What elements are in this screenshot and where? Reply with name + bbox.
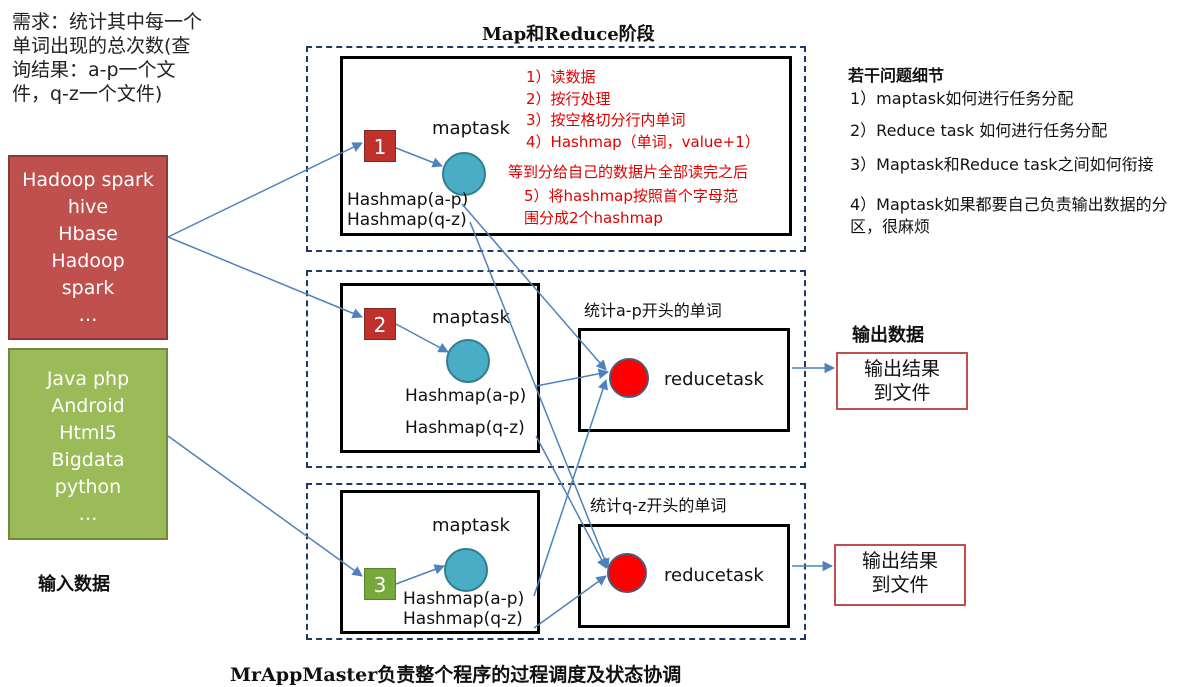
- input-data-green-box: Java php Android Html5 Bigdata python …: [8, 348, 168, 540]
- output-data-label: 输出数据: [852, 325, 924, 346]
- arrow-map1-to-reduce1: [461, 203, 607, 371]
- stage-group-2: [306, 270, 806, 468]
- input-line: hive: [67, 196, 109, 218]
- issues-title: 若干问题细节: [848, 66, 945, 85]
- maptask-label: maptask: [432, 118, 510, 139]
- input-data-red-box: Hadoop spark hive Hbase Hadoop spark …: [8, 155, 168, 340]
- reducetask-node: [607, 553, 647, 593]
- maptask-label: maptask: [432, 307, 510, 328]
- input-line: Java php: [46, 368, 130, 390]
- input-line: …: [78, 503, 98, 525]
- arrow-map3-to-reduce1: [533, 379, 608, 597]
- hashmap-label: Hashmap(q-z): [347, 210, 467, 230]
- maptask-node: [446, 339, 490, 383]
- arrow-badge-to-node: [395, 564, 445, 585]
- arrow-input-to-map1: [167, 142, 363, 238]
- map-step: 围分成2个hashmap: [524, 209, 663, 227]
- arrow-map1-to-reduce2: [469, 221, 610, 569]
- map-step: 4）Hashmap（单词，value+1）: [526, 133, 760, 151]
- reducetask-frame-2: [578, 524, 790, 628]
- output-file-box: 输出结果 到文件: [834, 544, 966, 606]
- input-line: …: [78, 304, 98, 326]
- reduce-caption: 统计a-p开头的单词: [584, 301, 722, 320]
- input-line: Hbase: [58, 223, 118, 245]
- stage-group-3: [306, 483, 806, 640]
- maptask-node: [442, 152, 486, 196]
- issue-item: 3）Maptask和Reduce task之间如何衔接: [850, 155, 1154, 174]
- stage-group-1: [306, 46, 806, 252]
- maptask-number-badge: 1: [364, 130, 396, 162]
- input-line: Hadoop: [51, 250, 125, 272]
- hashmap-label: Hashmap(q-z): [403, 609, 523, 629]
- reducetask-label: reducetask: [664, 369, 764, 390]
- input-line: python: [54, 476, 122, 498]
- input-line: Bigdata: [51, 449, 125, 471]
- issue-item: 1）maptask如何进行任务分配: [850, 89, 1074, 108]
- arrow-input-to-map2: [167, 236, 363, 319]
- input-line: Android: [51, 395, 125, 417]
- reduce-caption: 统计q-z开头的单词: [590, 496, 727, 515]
- maptask-label: maptask: [432, 515, 510, 536]
- hashmap-label: Hashmap(a-p): [347, 190, 469, 210]
- hashmap-label: Hashmap(a-p): [405, 386, 527, 406]
- hashmap-label: Hashmap(q-z): [405, 418, 525, 438]
- output-line: 到文件: [871, 574, 929, 596]
- input-data-label: 输入数据: [38, 574, 110, 595]
- arrow-badge-to-node: [395, 323, 449, 353]
- maptask-number-badge: 3: [364, 568, 396, 600]
- issue-item: 4）Maptask如果都要自己负责输出数据的分区，很麻烦: [850, 195, 1168, 236]
- stage-title: Map和Reduce阶段: [482, 24, 655, 45]
- issue-item: 2）Reduce task 如何进行任务分配: [850, 121, 1108, 140]
- input-line: spark: [61, 277, 115, 299]
- output-line: 到文件: [873, 382, 931, 404]
- requirement-text: 需求：统计其中每一个单词出现的总次数(查询结果：a-p一个文件，q-z一个文件): [12, 11, 203, 105]
- arrow-badge-to-node: [395, 147, 443, 168]
- footer-note: MrAppMaster负责整个程序的过程调度及状态协调: [230, 664, 682, 686]
- reducetask-frame-1: [578, 328, 790, 432]
- output-file-box: 输出结果 到文件: [836, 352, 968, 410]
- maptask-frame-2: [340, 283, 540, 453]
- reducetask-node: [609, 358, 649, 398]
- hashmap-label: Hashmap(a-p): [403, 589, 525, 609]
- output-line: 输出结果: [861, 550, 938, 572]
- maptask-frame-1: [340, 56, 792, 236]
- map-step: 1）读数据: [526, 68, 596, 86]
- arrow-map3-to-reduce2: [533, 575, 607, 629]
- map-step: 5）将hashmap按照首个字母范: [524, 187, 738, 205]
- map-step: 3）按空格切分行内单词: [526, 111, 686, 129]
- maptask-number-badge: 2: [364, 308, 396, 340]
- map-step: 2）按行处理: [526, 90, 611, 108]
- maptask-node: [444, 548, 488, 592]
- map-step: 等到分给自己的数据片全部读完之后: [508, 163, 749, 181]
- output-line: 输出结果: [863, 358, 940, 380]
- input-line: Html5: [59, 422, 117, 444]
- arrow-map2-to-reduce2: [535, 435, 607, 569]
- arrow-input-to-map3: [167, 435, 363, 577]
- arrow-map2-to-reduce1: [535, 368, 610, 387]
- reducetask-label: reducetask: [664, 565, 764, 586]
- input-line: Hadoop spark: [22, 169, 154, 191]
